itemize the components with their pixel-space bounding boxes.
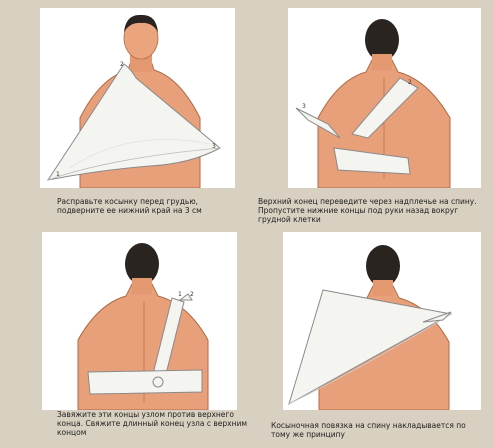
back-torso-bandage-figure: 2 3 bbox=[288, 8, 481, 188]
back-knot-figure: 1 2 bbox=[42, 232, 237, 410]
marker-3: 3 bbox=[212, 143, 216, 150]
step-1-illustration: 1 2 3 bbox=[40, 8, 235, 188]
marker-3: 3 bbox=[302, 103, 306, 110]
step-4-caption: Косыночная повязка на спину накладываетс… bbox=[271, 421, 476, 439]
back-bandage-figure bbox=[283, 232, 481, 410]
marker-1: 1 bbox=[56, 171, 60, 178]
step-3-caption: Завяжите эти концы узлом против верхнего… bbox=[57, 410, 247, 437]
step-3-illustration: 1 2 bbox=[42, 232, 237, 410]
front-torso-bandage-figure: 1 2 3 bbox=[40, 8, 235, 188]
step-2-illustration: 2 3 bbox=[288, 8, 481, 188]
marker-1: 1 bbox=[178, 291, 182, 298]
marker-2: 2 bbox=[120, 61, 124, 68]
step-2-caption: Верхний конец переведите через надплечье… bbox=[258, 197, 490, 224]
step-4-illustration bbox=[283, 232, 481, 410]
marker-2: 2 bbox=[408, 79, 412, 86]
step-1-caption: Расправьте косынку перед грудью, подверн… bbox=[57, 197, 247, 215]
marker-2: 2 bbox=[190, 291, 194, 298]
